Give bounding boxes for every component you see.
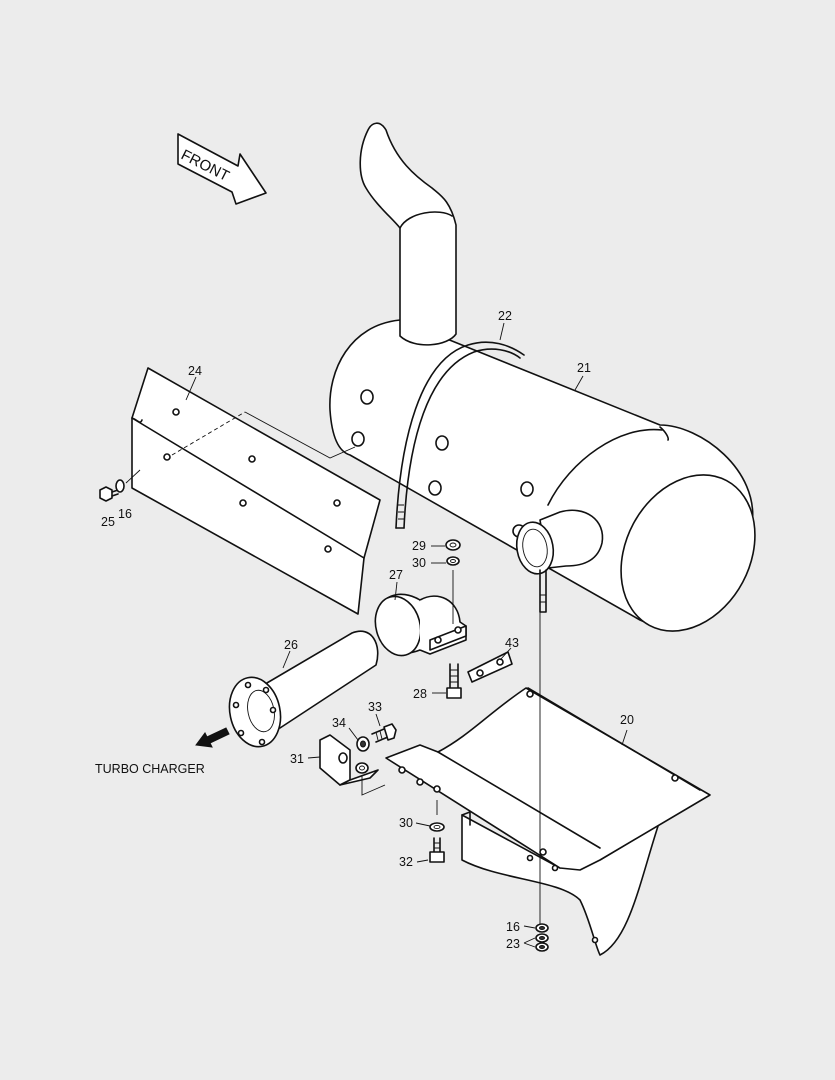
callout-34: 34 (332, 716, 346, 730)
bolt-28 (446, 663, 462, 699)
washer-16-bottom (535, 923, 549, 933)
callout-26: 26 (284, 638, 298, 652)
callout-43: 43 (505, 636, 519, 650)
callout-21: 21 (577, 361, 591, 375)
callout-30-top: 30 (412, 556, 426, 570)
nut-23 (535, 933, 549, 952)
heat-shield-20 (385, 687, 711, 956)
callout-33: 33 (368, 700, 382, 714)
outlet-pipe (515, 509, 604, 575)
callout-29: 29 (412, 539, 426, 553)
callout-16-top: 16 (118, 507, 132, 521)
exhaust-stack (359, 122, 457, 346)
washer-34 (356, 736, 370, 752)
muffler (329, 319, 756, 632)
bolt-32 (429, 837, 445, 863)
flange-pipe (228, 630, 379, 748)
pipe-clamp (374, 593, 467, 657)
front-arrow: FRONT (177, 133, 267, 205)
callout-30-bottom: 30 (399, 816, 413, 830)
band-strap (395, 341, 547, 613)
callout-16-bottom: 16 (506, 920, 520, 934)
callout-27: 27 (389, 568, 403, 582)
callout-22: 22 (498, 309, 512, 323)
bolt-25 (99, 469, 141, 502)
callout-25: 25 (101, 515, 115, 529)
plate-43 (467, 651, 513, 683)
callout-leaders (185, 322, 628, 948)
heat-shield-24 (131, 367, 381, 615)
callout-23: 23 (506, 937, 520, 951)
nut-29 (445, 539, 461, 551)
callout-24: 24 (188, 364, 202, 378)
washer-30-bottom (429, 822, 445, 832)
turbo-charger-label: TURBO CHARGER (95, 762, 205, 776)
callout-32: 32 (399, 855, 413, 869)
turbo-arrow (195, 727, 230, 748)
bolt-33 (371, 723, 397, 743)
callout-20: 20 (620, 713, 634, 727)
bracket-31 (319, 734, 386, 796)
callout-28: 28 (413, 687, 427, 701)
washer-30-top (446, 556, 460, 566)
callout-31: 31 (290, 752, 304, 766)
